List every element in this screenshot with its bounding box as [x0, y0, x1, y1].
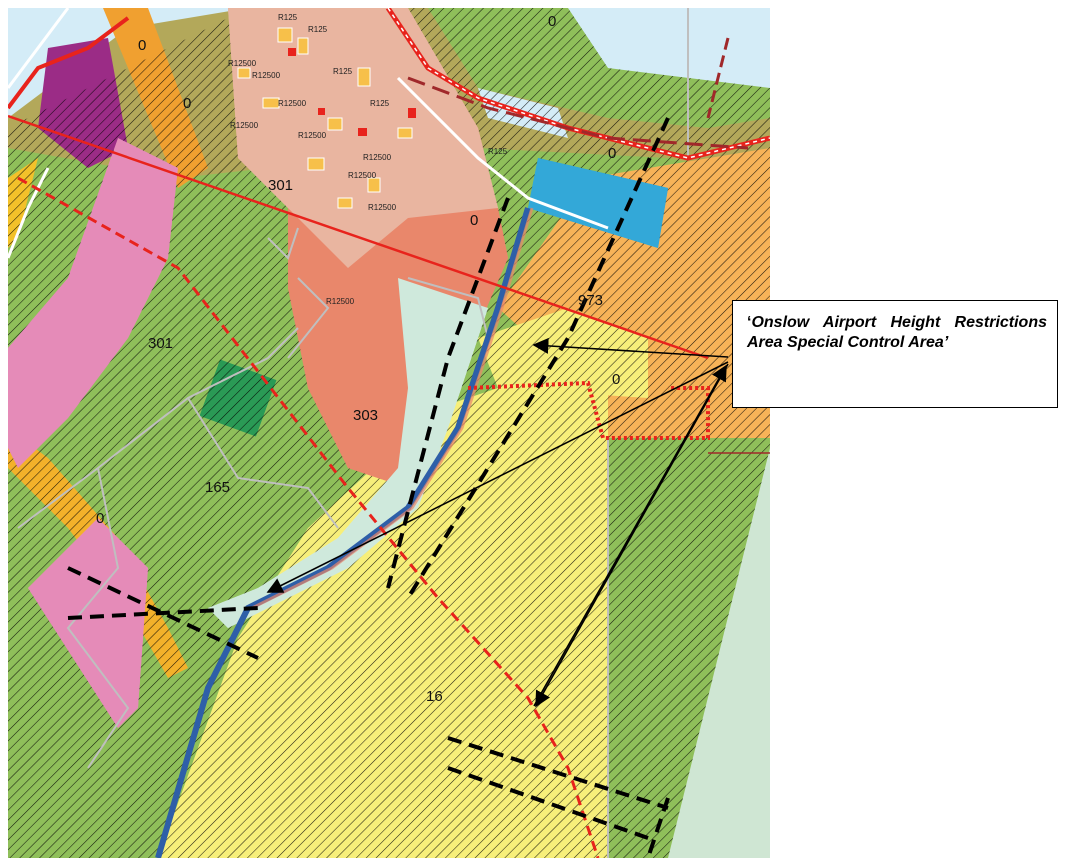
zone-label-upper-left: 0 [183, 95, 191, 112]
zone-label-301-a: 301 [268, 177, 293, 194]
zone-label-right-top: 0 [608, 145, 616, 162]
townsite-fill [228, 8, 498, 268]
svg-text:R12500: R12500 [252, 71, 281, 80]
town-red-lots [288, 48, 416, 136]
zone-label-top: 0 [548, 13, 556, 30]
zone-label-973: 973 [578, 292, 603, 309]
svg-text:R12500: R12500 [368, 203, 397, 212]
airport-boundary-line [8, 114, 709, 360]
zone-label-top-left: 0 [138, 37, 146, 54]
open-quote: ‘ [747, 314, 752, 331]
zone-label-301-b: 301 [148, 335, 173, 352]
zoning-map: 0 0 0 0 0 0 0 301 301 303 973 165 16 R12… [8, 8, 770, 858]
blue-ponds-fill [528, 158, 668, 248]
pink-fill [8, 138, 178, 468]
svg-text:R12500: R12500 [298, 131, 327, 140]
white-roads [8, 8, 609, 259]
callout-box: ‘Onslow Airport Height Restrictions Area… [732, 300, 1058, 408]
zone-label-165: 165 [205, 479, 230, 496]
svg-text:R125: R125 [278, 13, 298, 22]
svg-text:R12500: R12500 [230, 121, 259, 130]
red-dashed-boundary [17, 176, 600, 858]
svg-text:R12500: R12500 [363, 153, 392, 162]
brown-dashed-line-2 [706, 37, 730, 119]
zone-label-16: 16 [426, 688, 443, 705]
svg-text:R125: R125 [370, 99, 390, 108]
close-quote: ’ [943, 334, 949, 351]
svg-text:R125: R125 [488, 147, 508, 156]
callout-text: Onslow Airport Height Restrictions Area … [747, 314, 1047, 351]
zone-label-west-strip: 0 [96, 510, 104, 527]
coastal-boundary-dots [387, 8, 770, 159]
west-coastal-boundary [8, 16, 130, 110]
svg-text:R12500: R12500 [348, 171, 377, 180]
code-r12500-south: R12500 [326, 297, 355, 306]
svg-text:R12500: R12500 [228, 59, 257, 68]
zone-label-303: 303 [353, 407, 378, 424]
brown-dashed-line [407, 76, 749, 150]
residential-codes: R125 R125 R12500 R12500 R125 R12500 R125… [228, 13, 508, 306]
zone-label-centre-small: 0 [470, 212, 478, 229]
svg-text:R125: R125 [308, 25, 328, 34]
town-lots [237, 27, 413, 209]
svg-text:R125: R125 [333, 67, 353, 76]
pink-fill-sw [28, 518, 148, 728]
zone-label-east-small: 0 [612, 371, 620, 388]
zoning-map-canvas: 0 0 0 0 0 0 0 301 301 303 973 165 16 R12… [8, 8, 770, 858]
svg-text:R12500: R12500 [278, 99, 307, 108]
